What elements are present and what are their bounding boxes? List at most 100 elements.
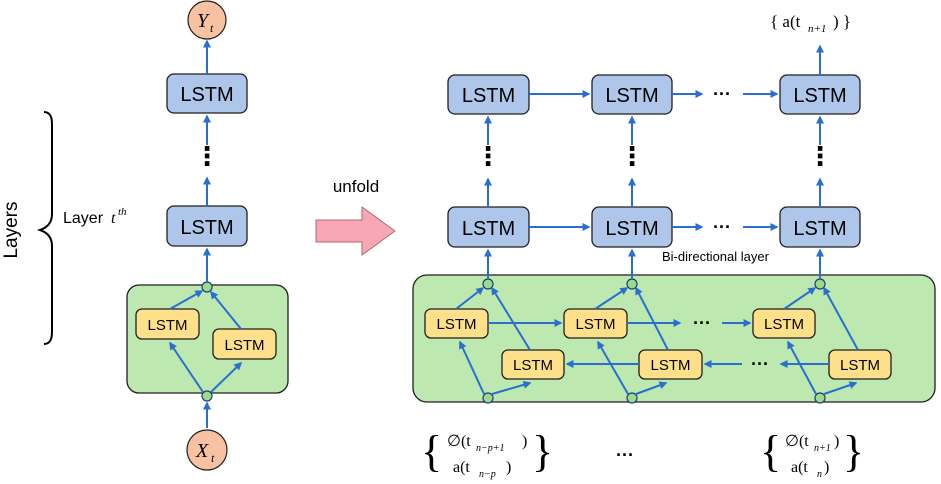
lstm-label: LSTM <box>605 85 658 107</box>
mid-row-ellipsis: ··· <box>713 217 731 237</box>
lstm-right-top-2: LSTM <box>591 74 673 115</box>
arrow-bwd1-to-merge1 <box>491 286 531 351</box>
arrow-bwd2-to-merge2 <box>635 286 669 351</box>
input-ellipsis: ··· <box>616 445 634 465</box>
layer-superscript: th <box>118 206 127 218</box>
lstm-right-mid-3: LSTM <box>779 206 861 248</box>
lstm-forward-2: LSTM <box>563 308 628 339</box>
forward-row-ellipsis: ··· <box>693 313 711 333</box>
lstm-label: LSTM <box>793 85 846 107</box>
lstm-label: LSTM <box>840 357 880 374</box>
arrow-split1-to-bwd1 <box>491 380 532 395</box>
bi-directional-panel-right <box>412 274 936 403</box>
arrow-forward-to-merge <box>169 290 204 310</box>
col1-vertical-ellipsis: ⋮ <box>475 141 501 171</box>
input-left-top: ∅(t <box>447 433 471 450</box>
input-right-top-end: ) <box>834 433 839 450</box>
input-node-label: X <box>195 440 209 462</box>
split-node-col2 <box>626 392 638 404</box>
input-left-bottom-sub: n−p <box>479 469 496 480</box>
arrow-split2-to-bwd2 <box>635 381 668 395</box>
col3-vertical-ellipsis: ⋮ <box>807 141 833 171</box>
unfold-arrow <box>315 206 396 256</box>
lstm-label: LSTM <box>793 218 846 240</box>
split-node-col1 <box>482 392 494 404</box>
lstm-backward-1: LSTM <box>501 349 565 380</box>
arrow-split2-to-fwd2 <box>597 340 629 395</box>
arrow-split1-to-fwd1 <box>459 340 485 395</box>
output-set-label: { a(t n+1 ) } <box>770 12 851 35</box>
arrow-backward-to-merge <box>210 290 242 330</box>
input-node-xt: X t <box>186 429 228 471</box>
input-left-top-end: ) <box>522 433 527 450</box>
output-node-yt: Y t <box>187 0 227 40</box>
arrow-fwd2-to-merge2 <box>594 287 629 310</box>
output-set-subscript: n+1 <box>808 23 826 35</box>
lstm-forward-1: LSTM <box>424 308 489 339</box>
left-vertical-ellipsis: ⋮ <box>194 141 220 171</box>
input-right-top-sub: n+1 <box>814 443 831 454</box>
input-vector-left: { ∅(t n−p+1 ) a(t n−p ) } <box>421 427 553 480</box>
merge-node-col3 <box>814 278 826 290</box>
arrow-split-to-backward <box>210 361 243 393</box>
arrow-bwd3-to-merge3 <box>823 286 859 351</box>
lstm-left-forward: LSTM <box>135 308 200 340</box>
lstm-label: LSTM <box>180 217 233 239</box>
lstm-label: LSTM <box>764 316 804 333</box>
input-right-bottom: a(t <box>791 459 808 476</box>
lstm-backward-2: LSTM <box>638 349 703 380</box>
layer-prefix: Layer <box>63 210 104 227</box>
input-right-top: ∅(t <box>785 433 809 450</box>
layers-label: Layers <box>1 201 22 258</box>
backward-row-ellipsis: ··· <box>751 354 769 374</box>
arrow-fwd1-to-merge1 <box>455 287 485 310</box>
input-left-bottom: a(t <box>453 459 470 476</box>
merge-node-left <box>201 281 213 293</box>
lstm-label: LSTM <box>462 85 515 107</box>
split-node-left <box>201 390 213 402</box>
lstm-label: LSTM <box>650 357 690 374</box>
split-node-col3 <box>814 392 826 404</box>
output-node-subscript: t <box>210 21 214 35</box>
unfold-label: unfold <box>333 177 379 196</box>
output-set-end: ) } <box>833 12 851 31</box>
lstm-label: LSTM <box>605 218 658 240</box>
layer-t-label: Layer t th <box>63 206 127 227</box>
lstm-forward-3: LSTM <box>752 308 816 339</box>
col2-vertical-ellipsis: ⋮ <box>619 141 645 171</box>
lstm-left-backward: LSTM <box>212 328 277 360</box>
lstm-label: LSTM <box>575 316 615 333</box>
input-left-top-sub: n−p+1 <box>476 443 505 454</box>
lstm-label: LSTM <box>513 357 553 374</box>
input-right-bottom-sub: n <box>817 469 822 480</box>
input-vector-right: { ∅(t n+1 ) a(t n ) } <box>760 427 864 480</box>
lstm-left-top: LSTM <box>166 73 248 114</box>
arrow-split-to-forward <box>169 341 204 393</box>
input-right-bottom-end: ) <box>824 459 829 476</box>
input-left-bottom-end: ) <box>506 459 511 476</box>
merge-node-col1 <box>482 278 494 290</box>
lstm-label: LSTM <box>147 317 187 334</box>
input-left-brace-open: { <box>421 427 442 476</box>
arrow-split3-to-bwd3 <box>823 381 858 395</box>
layer-math: t <box>111 210 116 227</box>
input-node-subscript: t <box>211 451 215 465</box>
input-right-brace-open: { <box>760 427 781 476</box>
output-node-label: Y <box>197 10 210 32</box>
top-row-ellipsis: ··· <box>713 84 731 104</box>
arrow-split3-to-fwd3 <box>787 340 817 395</box>
lstm-backward-3: LSTM <box>828 349 892 380</box>
lstm-label: LSTM <box>180 84 233 106</box>
input-right-brace-close: } <box>843 427 864 476</box>
bi-directional-label: Bi-directional layer <box>662 249 770 264</box>
lstm-label: LSTM <box>462 218 515 240</box>
lstm-right-top-1: LSTM <box>447 74 530 115</box>
lstm-label: LSTM <box>436 316 476 333</box>
lstm-right-mid-1: LSTM <box>447 206 530 248</box>
layers-brace <box>36 111 53 345</box>
lstm-label: LSTM <box>224 337 264 354</box>
lstm-right-mid-2: LSTM <box>591 206 673 248</box>
lstm-right-top-3: LSTM <box>779 74 861 115</box>
lstm-left-layer: LSTM <box>166 205 248 247</box>
